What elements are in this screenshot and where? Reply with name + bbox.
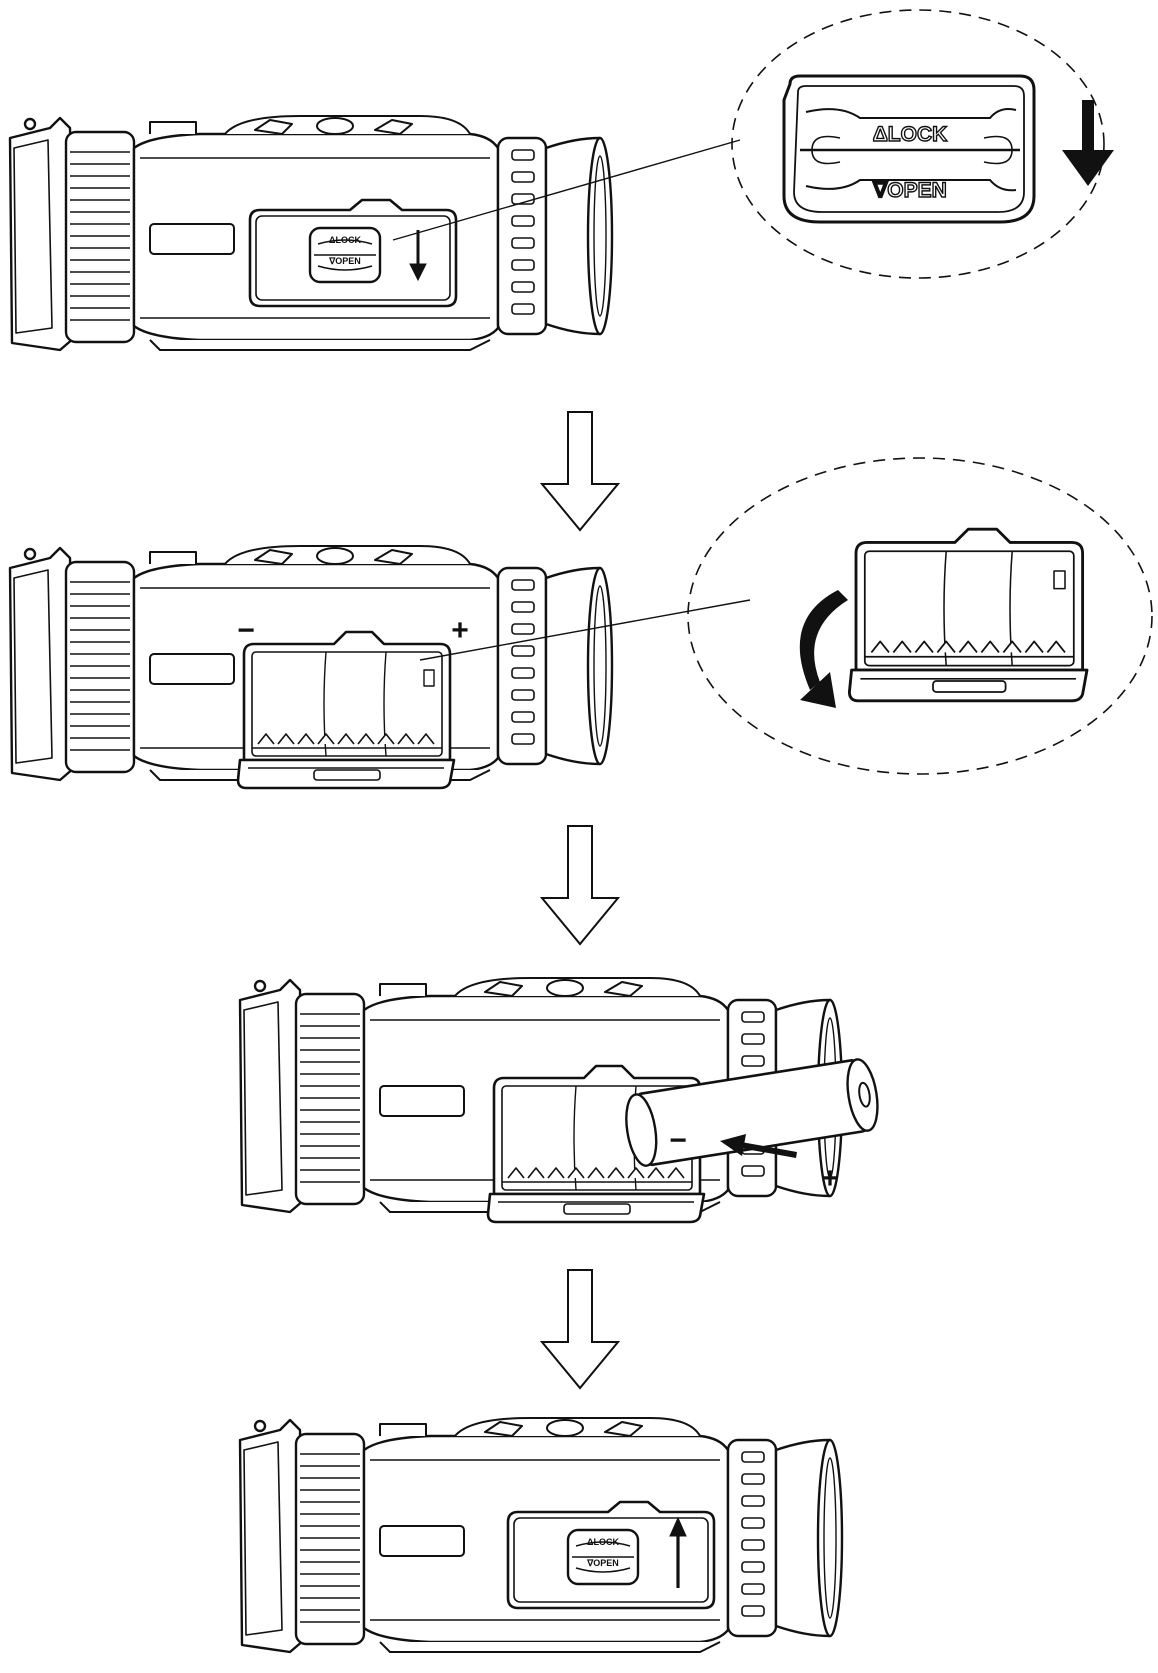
polarity-plus-label: + xyxy=(451,614,469,647)
slide-up-arrow-icon xyxy=(669,1516,687,1588)
battery-cell xyxy=(625,1058,879,1167)
step-4-close-and-lock: ΔLOCK ∇OPEN xyxy=(240,1418,842,1652)
slide-down-arrow-icon xyxy=(409,230,427,282)
battery-plus-label: + xyxy=(821,1162,839,1195)
open-rotation-arrow-icon xyxy=(799,590,848,708)
step-arrow-2 xyxy=(541,825,619,945)
step-3-insert-battery: − + xyxy=(240,978,879,1224)
step-1-slide-latch-open: ΔLOCK ∇OPEN ΔLOCK ∇OPEN xyxy=(10,9,1114,350)
zoom-leader-line-2 xyxy=(419,599,751,661)
latch-lock-label: ΔLOCK xyxy=(873,123,948,146)
compartment-zoom-callout xyxy=(687,457,1153,775)
step-2-open-cover: − + xyxy=(10,457,1153,790)
monocular-step-4: ΔLOCK ∇OPEN xyxy=(240,1418,842,1652)
latch-lock-label-small: ΔLOCK xyxy=(329,235,361,245)
latch-open-label-step4: ∇OPEN xyxy=(586,1558,619,1568)
latch-open-label-small: ∇OPEN xyxy=(328,256,361,266)
latch-lock-label-step4: ΔLOCK xyxy=(587,1537,619,1547)
zoom-leader-line xyxy=(392,139,741,241)
latch-open-label: ∇OPEN xyxy=(872,179,947,202)
step-arrow-3 xyxy=(541,1269,619,1389)
monocular-step-1: ΔLOCK ∇OPEN xyxy=(10,116,612,350)
slide-direction-arrow-icon xyxy=(1062,100,1114,186)
monocular-step-2: − + xyxy=(10,546,612,790)
latch-zoom-callout: ΔLOCK ∇OPEN xyxy=(731,9,1114,279)
polarity-minus-label: − xyxy=(237,614,255,647)
insert-direction-arrow-icon xyxy=(720,1134,797,1158)
step-arrow-1 xyxy=(541,411,619,531)
battery-minus-label: − xyxy=(669,1124,687,1157)
